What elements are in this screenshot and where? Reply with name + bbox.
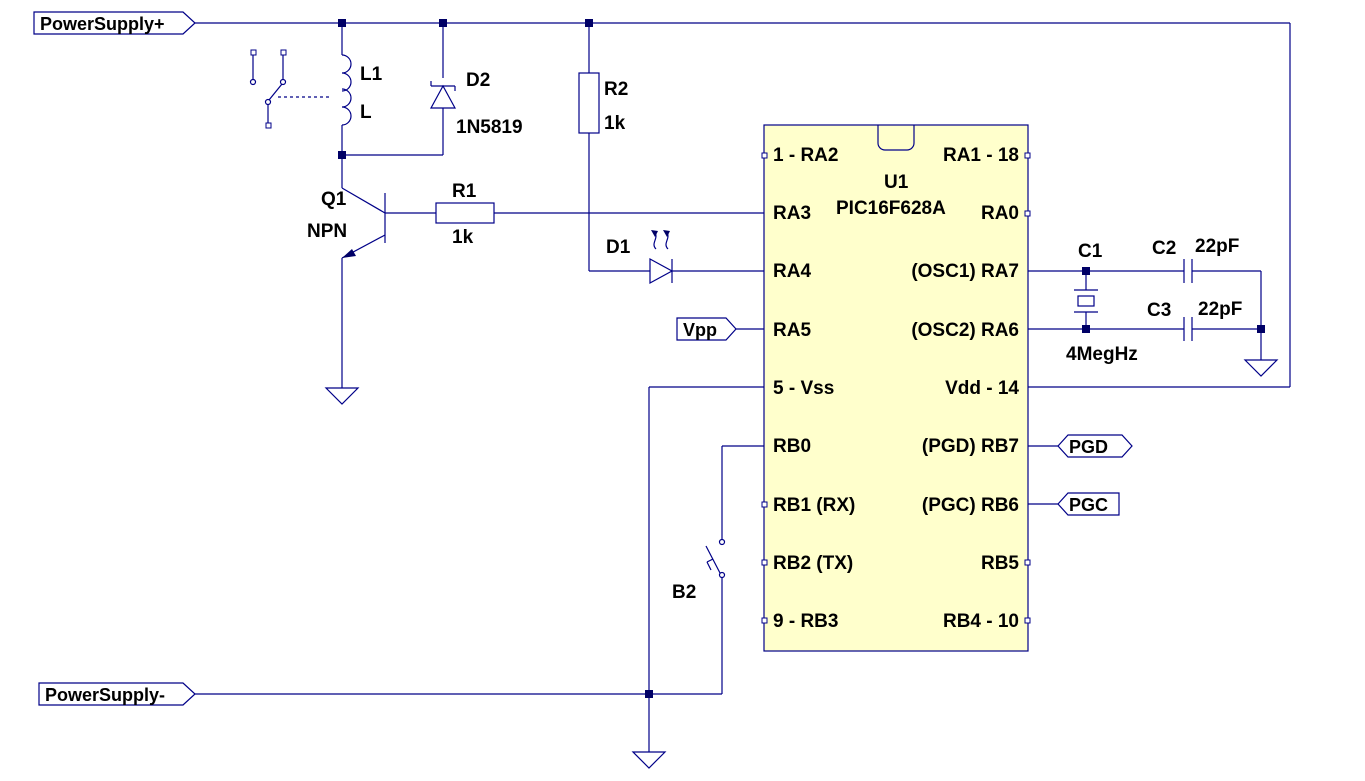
- svg-text:PGD: PGD: [1069, 437, 1108, 457]
- resistor-r1: [435, 202, 495, 224]
- relay-ref: L1: [360, 64, 383, 85]
- button-ref: B2: [672, 582, 696, 603]
- led-d1: [649, 230, 674, 285]
- pin-ra7: (OSC1) RA7: [911, 261, 1019, 282]
- pin-ra3: RA3: [773, 203, 811, 224]
- r2-ref: R2: [604, 79, 628, 100]
- crystal-value: 4MegHz: [1066, 344, 1138, 365]
- d2-value: 1N5819: [456, 117, 523, 138]
- c2-ref: C2: [1152, 238, 1176, 259]
- pin-rb0: RB0: [773, 436, 811, 457]
- pin-ra2: 1 - RA2: [773, 145, 838, 166]
- d2-ref: D2: [466, 70, 490, 91]
- resistor-r2: [578, 72, 600, 134]
- ground-symbol-osc: [1243, 359, 1279, 377]
- r1-ref: R1: [452, 181, 477, 202]
- net-flag-pgd: PGD: [1057, 434, 1133, 458]
- pin-ra1: RA1 - 18: [943, 145, 1019, 166]
- net-flag-power-plus: PowerSupply+: [33, 11, 196, 35]
- pin-rb1: RB1 (RX): [773, 495, 855, 516]
- pin-rb3: 9 - RB3: [773, 611, 838, 632]
- mcu-u1: [763, 124, 1029, 652]
- pin-rb2: RB2 (TX): [773, 553, 853, 574]
- pin-vdd: Vdd - 14: [945, 378, 1019, 399]
- net-flag-power-minus: PowerSupply-: [38, 682, 196, 706]
- svg-text:PowerSupply-: PowerSupply-: [45, 685, 165, 705]
- pin-ra4: RA4: [773, 261, 811, 282]
- mcu-value: PIC16F628A: [836, 198, 946, 219]
- q1-value: NPN: [307, 221, 347, 242]
- relay-value: L: [360, 102, 372, 123]
- svg-text:PGC: PGC: [1069, 495, 1108, 515]
- ground-symbol-q1: [324, 387, 360, 405]
- crystal-c1: [1074, 289, 1098, 313]
- net-flag-vpp: Vpp: [676, 317, 737, 341]
- c3-ref: C3: [1147, 300, 1171, 321]
- c2-value: 22pF: [1195, 236, 1239, 257]
- pin-rb7: (PGD) RB7: [922, 436, 1019, 457]
- schottky-diode-d2: [429, 81, 457, 109]
- pin-rb6: (PGC) RB6: [922, 495, 1019, 516]
- capacitor-c2: [1183, 259, 1193, 283]
- svg-text:Vpp: Vpp: [683, 320, 717, 340]
- crystal-ref: C1: [1078, 241, 1103, 262]
- net-flag-pgc: PGC: [1057, 492, 1120, 516]
- push-button-b2: [705, 538, 726, 579]
- pin-rb5: RB5: [981, 553, 1019, 574]
- npn-transistor-arrow: [342, 249, 356, 258]
- pin-ra5: RA5: [773, 320, 811, 341]
- mcu-right-pins: RA1 - 18 RA0 (OSC1) RA7 (OSC2) RA6 Vdd -…: [911, 145, 1031, 632]
- svg-text:PowerSupply+: PowerSupply+: [40, 14, 165, 34]
- q1-ref: Q1: [321, 189, 347, 210]
- r1-value: 1k: [452, 227, 474, 248]
- capacitor-c3: [1183, 317, 1193, 341]
- r2-value: 1k: [604, 113, 626, 134]
- mcu-notch: [877, 125, 915, 151]
- junctions: [338, 19, 1265, 698]
- ground-symbol-main: [631, 751, 667, 769]
- pin-ra6: (OSC2) RA6: [911, 320, 1019, 341]
- d1-ref: D1: [606, 237, 631, 258]
- pin-rb4: RB4 - 10: [943, 611, 1019, 632]
- pin-vss: 5 - Vss: [773, 378, 834, 399]
- mcu-ref: U1: [884, 172, 909, 193]
- pin-ra0: RA0: [981, 203, 1019, 224]
- relay-coil: [249, 49, 352, 129]
- c3-value: 22pF: [1198, 299, 1242, 320]
- mcu-left-pins: 1 - RA2 RA3 RA4 RA5 5 - Vss RB0 RB1 (RX)…: [761, 145, 855, 632]
